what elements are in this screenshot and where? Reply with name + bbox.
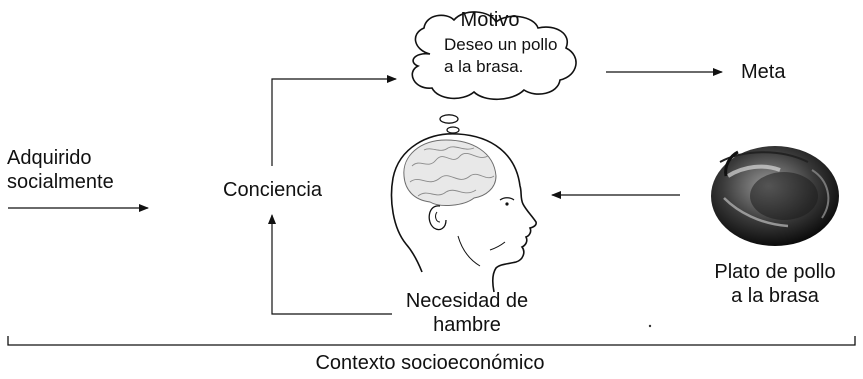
cloud-text-line-1: Deseo un pollo (444, 35, 558, 54)
contexto-label: Contexto socioeconómico (315, 352, 545, 374)
meta-label: Meta (741, 61, 786, 83)
plato-line-1: Plato de pollo (714, 261, 836, 283)
necesidad-line-2: hambre (433, 314, 501, 336)
adquirido-label: Adquirido socialmente (7, 146, 114, 194)
adquirido-line-1: Adquirido (7, 147, 92, 169)
head-with-brain-icon (390, 133, 537, 293)
necesidad-line-1: Necesidad de (405, 290, 529, 312)
cloud-text: Deseo un pollo a la brasa. (444, 34, 584, 78)
necesidad-to-conciencia-arrow (268, 214, 392, 315)
conciencia-to-motivo-arrow (271, 75, 397, 166)
plato-line-2: a la brasa (731, 285, 819, 307)
thought-cloud-icon (411, 11, 577, 134)
roast-chicken-dish-icon (711, 146, 839, 246)
adquirido-line-2: socialmente (7, 171, 114, 193)
motivo-label: Motivo (460, 9, 520, 31)
conciencia-label: Conciencia (223, 179, 322, 201)
necesidad-label: Necesidad de hambre (387, 289, 547, 337)
cloud-text-line-2: a la brasa. (444, 57, 524, 76)
plato-label: Plato de pollo a la brasa (690, 260, 860, 308)
contexto-bracket (7, 336, 856, 346)
